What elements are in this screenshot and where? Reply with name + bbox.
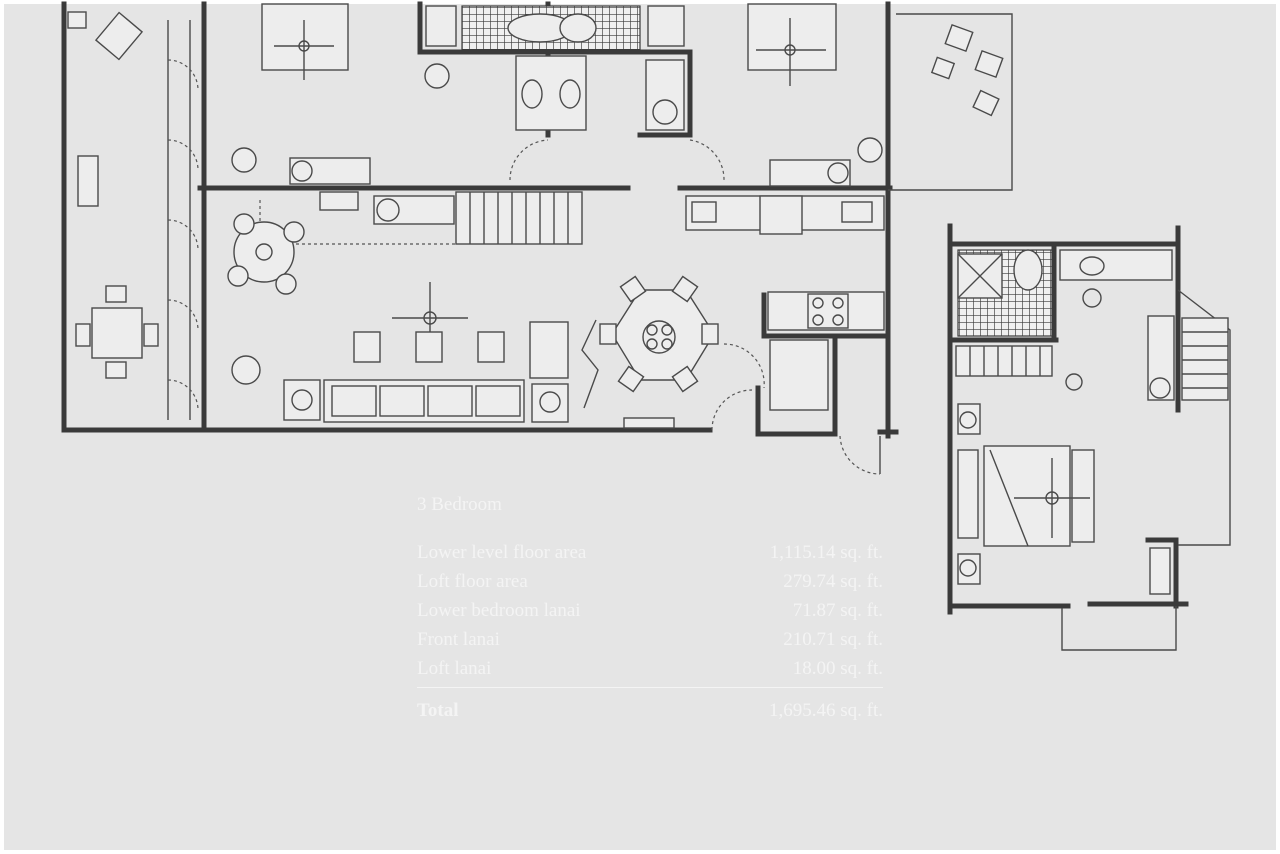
round-dining-table [227, 213, 305, 295]
area-value: 1,115.14 sq. ft. [769, 542, 883, 563]
area-row: Lower level floor area 1,115.14 sq. ft. [417, 538, 883, 567]
area-summary-table: 3 Bedroom Lower level floor area 1,115.1… [417, 494, 883, 725]
octagon-dining-table [599, 275, 719, 393]
lower-bathrooms [425, 5, 725, 181]
ceiling-fan-icon [274, 20, 334, 80]
lanai-sliding-doors [167, 59, 199, 411]
lanai-dining-set [67, 11, 159, 379]
stove-icon [807, 293, 849, 329]
area-row: Front lanai 210.71 sq. ft. [417, 625, 883, 654]
loft-bedroom [957, 403, 1171, 595]
area-label: Front lanai [417, 629, 500, 650]
plan-title: 3 Bedroom [417, 494, 502, 515]
upper-bedrooms [261, 3, 883, 163]
area-row: Lower bedroom lanai 71.87 sq. ft. [417, 596, 883, 625]
area-value: 18.00 sq. ft. [792, 658, 883, 679]
ceiling-fan-icon [756, 18, 826, 86]
area-label: Lower bedroom lanai [417, 600, 581, 621]
area-label: Loft floor area [417, 571, 528, 592]
hallway-furniture [231, 147, 851, 187]
total-row: Total 1,695.46 sq. ft. [417, 696, 883, 725]
kitchen-counters [685, 195, 885, 475]
area-row: Loft lanai 18.00 sq. ft. [417, 654, 883, 683]
loft-bathroom [955, 249, 1173, 391]
loft-walls [947, 223, 1231, 651]
lower-stairs [259, 191, 583, 245]
area-value: 71.87 sq. ft. [792, 600, 883, 621]
living-room [231, 282, 675, 429]
loft-plan [947, 223, 1231, 651]
lower-level-plan [61, 1, 1013, 475]
bedroom-lanai-chairs [930, 23, 1004, 117]
area-value: 210.71 sq. ft. [783, 629, 883, 650]
area-label: Loft lanai [417, 658, 492, 679]
area-row: Loft floor area 279.74 sq. ft. [417, 567, 883, 596]
area-label: Lower level floor area [417, 542, 587, 563]
ceiling-fan-icon [1014, 458, 1090, 538]
total-value: 1,695.46 sq. ft. [769, 700, 883, 721]
loft-stairs [1147, 315, 1229, 401]
total-divider [417, 687, 883, 688]
area-value: 279.74 sq. ft. [783, 571, 883, 592]
total-label: Total [417, 700, 459, 721]
